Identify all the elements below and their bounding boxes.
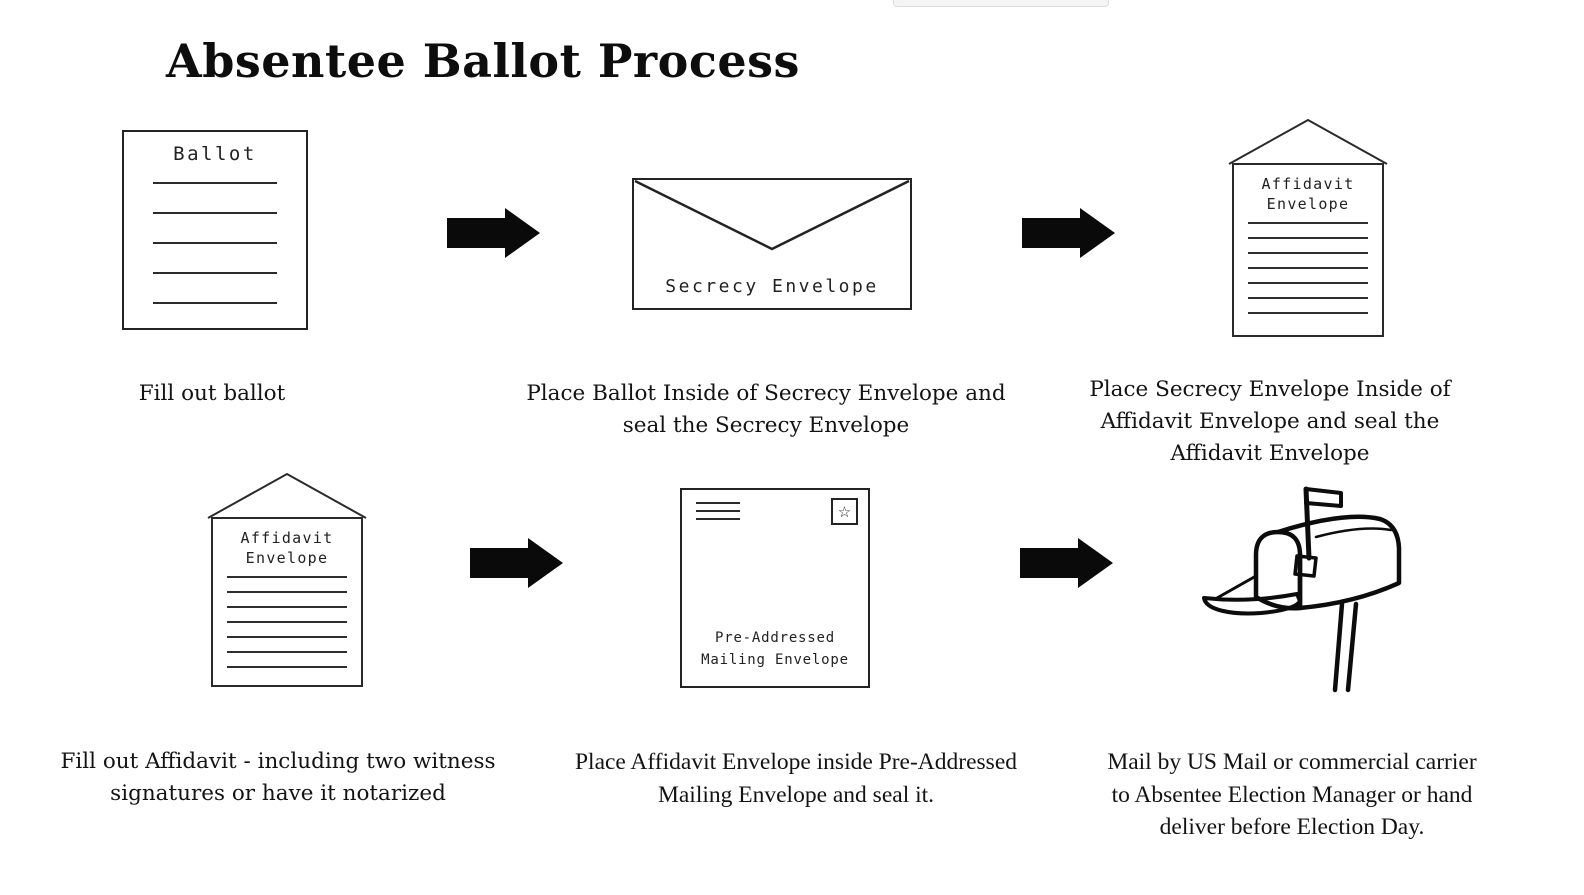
affidavit-ruled-lines xyxy=(1234,222,1382,327)
ruled-line xyxy=(227,666,347,668)
ruled-line xyxy=(153,242,277,244)
affidavit-label-line2: Envelope xyxy=(1266,195,1350,213)
affidavit-ruled-lines xyxy=(213,576,361,681)
caption-line: signatures or have it notarized xyxy=(110,781,446,806)
ballot-document-icon: Ballot xyxy=(122,130,308,330)
ruled-line xyxy=(227,621,347,623)
caption-line: Place Affidavit Envelope inside Pre-Addr… xyxy=(574,749,1018,775)
secrecy-envelope-icon: Secrecy Envelope xyxy=(632,178,912,310)
caption-line: Affidavit Envelope and seal the xyxy=(1100,409,1440,434)
affidavit-label-line1: Affidavit xyxy=(240,529,334,547)
caption-step6: Mail by US Mail or commercial carrier to… xyxy=(1062,746,1522,844)
ruled-line xyxy=(153,182,277,184)
affidavit-envelope-flap xyxy=(1228,118,1388,165)
caption-line: Mailing Envelope and seal it. xyxy=(657,781,935,808)
secrecy-envelope-label: Secrecy Envelope xyxy=(665,276,879,297)
mailing-envelope-label: Pre-Addressed Mailing Envelope xyxy=(682,627,868,671)
mailbox-icon xyxy=(1202,486,1402,693)
ballot-ruled-lines xyxy=(124,182,306,332)
caption-line: Place Ballot Inside of Secrecy Envelope … xyxy=(526,381,1006,406)
right-arrow-icon xyxy=(1022,208,1115,258)
affidavit-envelope-label: Affidavit Envelope xyxy=(213,528,361,568)
caption-step1: Fill out ballot xyxy=(62,378,362,410)
caption-line: seal the Secrecy Envelope xyxy=(622,413,910,438)
ballot-label: Ballot xyxy=(173,143,257,165)
ruled-line xyxy=(1248,252,1368,254)
affidavit-envelope-label: Affidavit Envelope xyxy=(1234,174,1382,214)
ruled-line xyxy=(227,636,347,638)
ruled-line xyxy=(153,272,277,274)
caption-step5: Place Affidavit Envelope inside Pre-Addr… xyxy=(546,746,1046,811)
right-arrow-icon xyxy=(470,538,563,588)
affidavit-envelope-icon: Affidavit Envelope xyxy=(211,517,363,687)
cropped-window-bar xyxy=(893,0,1109,7)
caption-line: to Absentee Election Manager or hand xyxy=(1111,781,1473,808)
ruled-line xyxy=(696,502,740,504)
ruled-line xyxy=(227,576,347,578)
ruled-line xyxy=(1248,237,1368,239)
right-arrow-icon xyxy=(447,208,540,258)
ruled-line xyxy=(227,651,347,653)
mailing-label-line2: Mailing Envelope xyxy=(701,652,849,668)
caption-step3: Place Secrecy Envelope Inside of Affidav… xyxy=(1045,374,1495,470)
affidavit-label-line1: Affidavit xyxy=(1261,175,1355,193)
page-title: Absentee Ballot Process xyxy=(166,34,800,88)
caption-step4: Fill out Affidavit - including two witne… xyxy=(28,746,528,810)
ruled-line xyxy=(1248,267,1368,269)
caption-line: Fill out Affidavit - including two witne… xyxy=(60,749,496,774)
affidavit-envelope-flap xyxy=(207,472,367,519)
affidavit-label-line2: Envelope xyxy=(245,549,329,567)
ruled-line xyxy=(1248,282,1368,284)
ruled-line xyxy=(696,510,740,512)
ruled-line xyxy=(153,212,277,214)
mailing-envelope-icon: ☆ Pre-Addressed Mailing Envelope xyxy=(680,488,870,688)
ruled-line xyxy=(1248,312,1368,314)
ruled-line xyxy=(696,518,740,520)
ruled-line xyxy=(153,302,277,304)
envelope-flap xyxy=(634,180,910,251)
caption-line: Affidavit Envelope xyxy=(1170,441,1370,466)
ruled-line xyxy=(1248,297,1368,299)
ruled-line xyxy=(227,606,347,608)
stamp-star-icon: ☆ xyxy=(831,498,858,525)
ruled-line xyxy=(227,591,347,593)
caption-line: deliver before Election Day. xyxy=(1159,814,1425,840)
affidavit-envelope-icon: Affidavit Envelope xyxy=(1232,163,1384,337)
ruled-line xyxy=(1248,222,1368,224)
address-lines xyxy=(696,502,740,526)
right-arrow-icon xyxy=(1020,538,1113,588)
mailing-label-line1: Pre-Addressed xyxy=(715,630,835,646)
caption-line: Mail by US Mail or commercial carrier xyxy=(1107,749,1477,775)
caption-step2: Place Ballot Inside of Secrecy Envelope … xyxy=(516,378,1016,442)
caption-line: Fill out ballot xyxy=(138,381,286,406)
caption-line: Place Secrecy Envelope Inside of xyxy=(1089,377,1451,402)
